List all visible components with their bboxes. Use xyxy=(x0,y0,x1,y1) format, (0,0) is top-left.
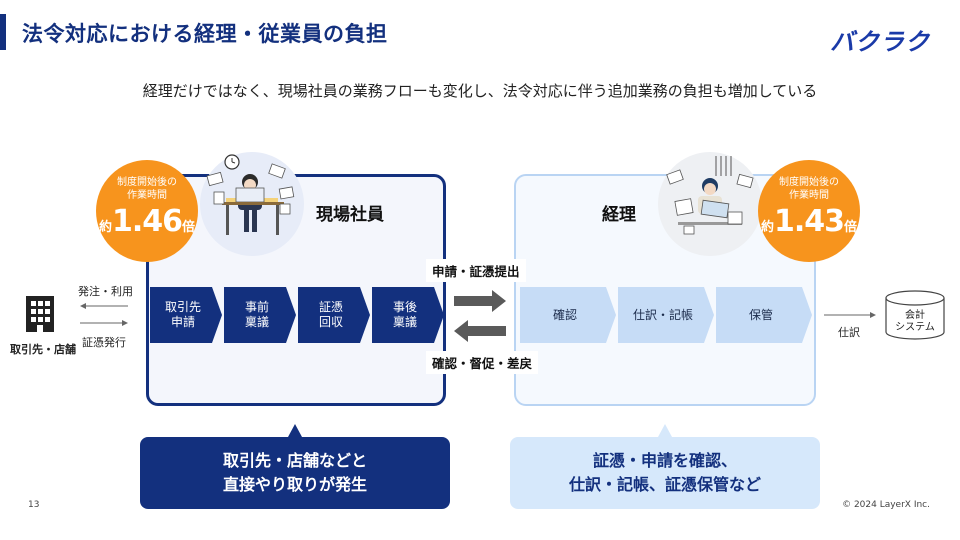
badge-line1: 制度開始後の xyxy=(117,177,177,188)
step-pre-approval: 事前 稟議 xyxy=(224,287,296,343)
step-vendor-application: 取引先 申請 xyxy=(150,287,222,343)
submission-label: 申請・証憑提出 xyxy=(426,259,526,282)
field-staff-label: 現場社員 xyxy=(316,205,384,225)
accounting-callout: 証憑・申請を確認、 仕訳・記帳、証憑保管など xyxy=(510,437,820,509)
database-icon xyxy=(885,290,945,340)
copyright: © 2024 LayerX Inc. xyxy=(842,500,930,510)
vendor-store-label: 取引先・店舗 xyxy=(10,343,76,356)
step-receipt-collection: 証憑 回収 xyxy=(298,287,370,343)
step-journal-entry: 仕訳・記帳 xyxy=(618,287,714,343)
title-accent-bar xyxy=(0,14,6,50)
page-title: 法令対応における経理・従業員の負担 xyxy=(22,22,388,46)
accounting-time-badge: 制度開始後の 作業時間 約1.43倍 xyxy=(758,160,860,262)
badge-line1: 制度開始後の xyxy=(779,177,839,188)
building-icon xyxy=(26,296,54,332)
page-number: 13 xyxy=(28,500,40,510)
submit-arrow-icon xyxy=(454,290,506,312)
order-use-label: 発注・利用 xyxy=(78,285,133,298)
field-staff-process-flow: 取引先 申請 事前 稟議 証憑 回収 事後 稟議 xyxy=(150,287,446,343)
left-arrow-icon xyxy=(80,303,128,309)
journal-label: 仕訳 xyxy=(838,326,860,339)
badge-line2: 作業時間 xyxy=(127,190,167,201)
accounting-system-label: 会計 システム xyxy=(895,310,935,333)
busy-worker-illustration xyxy=(200,152,304,256)
badge-number: 約1.43倍 xyxy=(760,204,858,239)
field-staff-callout: 取引先・店舗などと 直接やり取りが発生 xyxy=(140,437,450,509)
accounting-label: 経理 xyxy=(602,205,636,225)
journal-arrow-icon xyxy=(824,312,876,318)
badge-line2: 作業時間 xyxy=(789,190,829,201)
right-arrow-icon xyxy=(80,320,128,326)
brand-logo: バクラク xyxy=(830,28,930,56)
callout-pointer-left xyxy=(288,424,302,437)
accountant-illustration xyxy=(658,152,762,256)
badge-number: 約1.46倍 xyxy=(98,204,196,239)
return-arrow-icon xyxy=(454,320,506,342)
field-staff-time-badge: 制度開始後の 作業時間 約1.46倍 xyxy=(96,160,198,262)
return-label: 確認・督促・差戻 xyxy=(426,351,539,374)
step-post-approval: 事後 稟議 xyxy=(372,287,444,343)
receipt-issue-label: 証憑発行 xyxy=(82,336,126,349)
page-subtitle: 経理だけではなく、現場社員の業務フローも変化し、法令対応に伴う追加業務の負担も増… xyxy=(142,82,818,100)
callout-pointer-right xyxy=(658,424,672,437)
step-confirm: 確認 xyxy=(520,287,616,343)
step-storage: 保管 xyxy=(716,287,812,343)
accounting-process-flow: 確認 仕訳・記帳 保管 xyxy=(520,287,814,343)
